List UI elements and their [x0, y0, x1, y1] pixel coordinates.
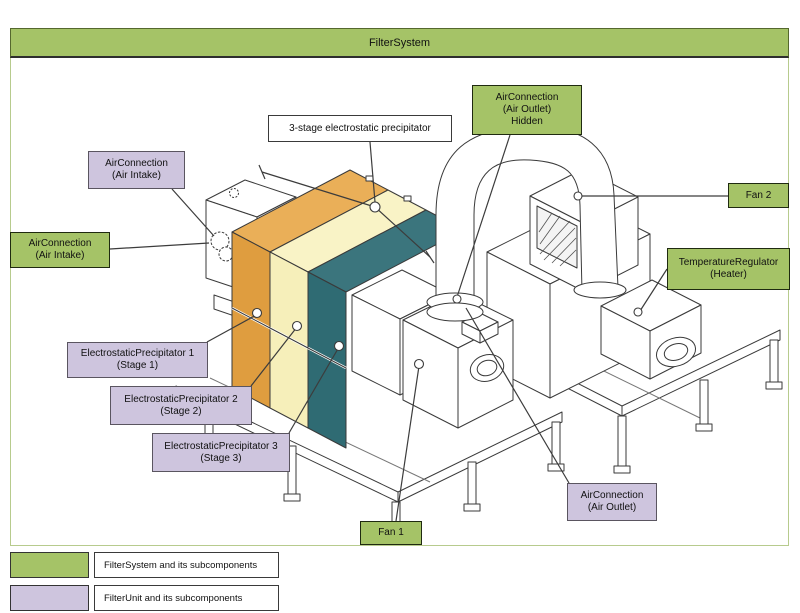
label-fan-1: Fan 1: [360, 521, 422, 545]
stage-2-cream-box: [269, 189, 427, 429]
leader-heater: [639, 268, 668, 312]
label-electrostatic-precipitator-2: ElectrostaticPrecipitator 2 (Stage 2): [110, 386, 252, 425]
leader-ep3: [288, 346, 340, 434]
fan2-grille: [538, 212, 577, 267]
diagram-frame: [10, 58, 789, 546]
label-air-connection-outlet: AirConnection (Air Outlet): [567, 483, 657, 521]
stage-3-teal-box: [307, 209, 465, 449]
duct-collar: [573, 281, 627, 299]
label-fan-2: Fan 2: [728, 183, 789, 208]
legend-swatch-filter-system: [10, 552, 89, 578]
leader-intake-unit: [171, 188, 215, 237]
heater-box: [600, 279, 702, 380]
label-air-connection-outlet-hidden: AirConnection (Air Outlet) Hidden: [472, 85, 582, 135]
leader-ep1: [206, 313, 259, 343]
label-electrostatic-precipitator-3: ElectrostaticPrecipitator 3 (Stage 3): [152, 433, 290, 472]
legend-label-filter-unit: FilterUnit and its subcomponents: [94, 585, 279, 611]
intake-top-hole: [229, 188, 239, 198]
latch: [403, 195, 412, 202]
intake-port: [210, 231, 234, 262]
label-3-stage-precipitator: 3-stage electrostatic precipitator: [268, 115, 452, 142]
leader-fan1: [395, 365, 420, 522]
label-air-connection-intake-unit: AirConnection (Air Intake): [88, 151, 185, 189]
leader-endpoints: [251, 191, 643, 370]
leader-intake-system: [109, 242, 210, 250]
elbow-duct: [426, 125, 627, 322]
leader-lines: [109, 134, 728, 522]
leader-outlet-hidden: [456, 134, 511, 298]
leader-outlet: [465, 307, 570, 484]
legend-label-filter-system: FilterSystem and its subcomponents: [94, 552, 279, 578]
diagram-title: FilterSystem: [368, 36, 431, 49]
label-electrostatic-precipitator-1: ElectrostaticPrecipitator 1 (Stage 1): [67, 342, 208, 378]
leader-ep2: [250, 326, 298, 387]
diagram-title-bar: FilterSystem: [10, 28, 789, 58]
label-temperature-regulator: TemperatureRegulator (Heater): [667, 248, 790, 290]
legend-swatch-filter-unit: [10, 585, 89, 611]
label-air-connection-intake-system: AirConnection (Air Intake): [10, 232, 110, 268]
